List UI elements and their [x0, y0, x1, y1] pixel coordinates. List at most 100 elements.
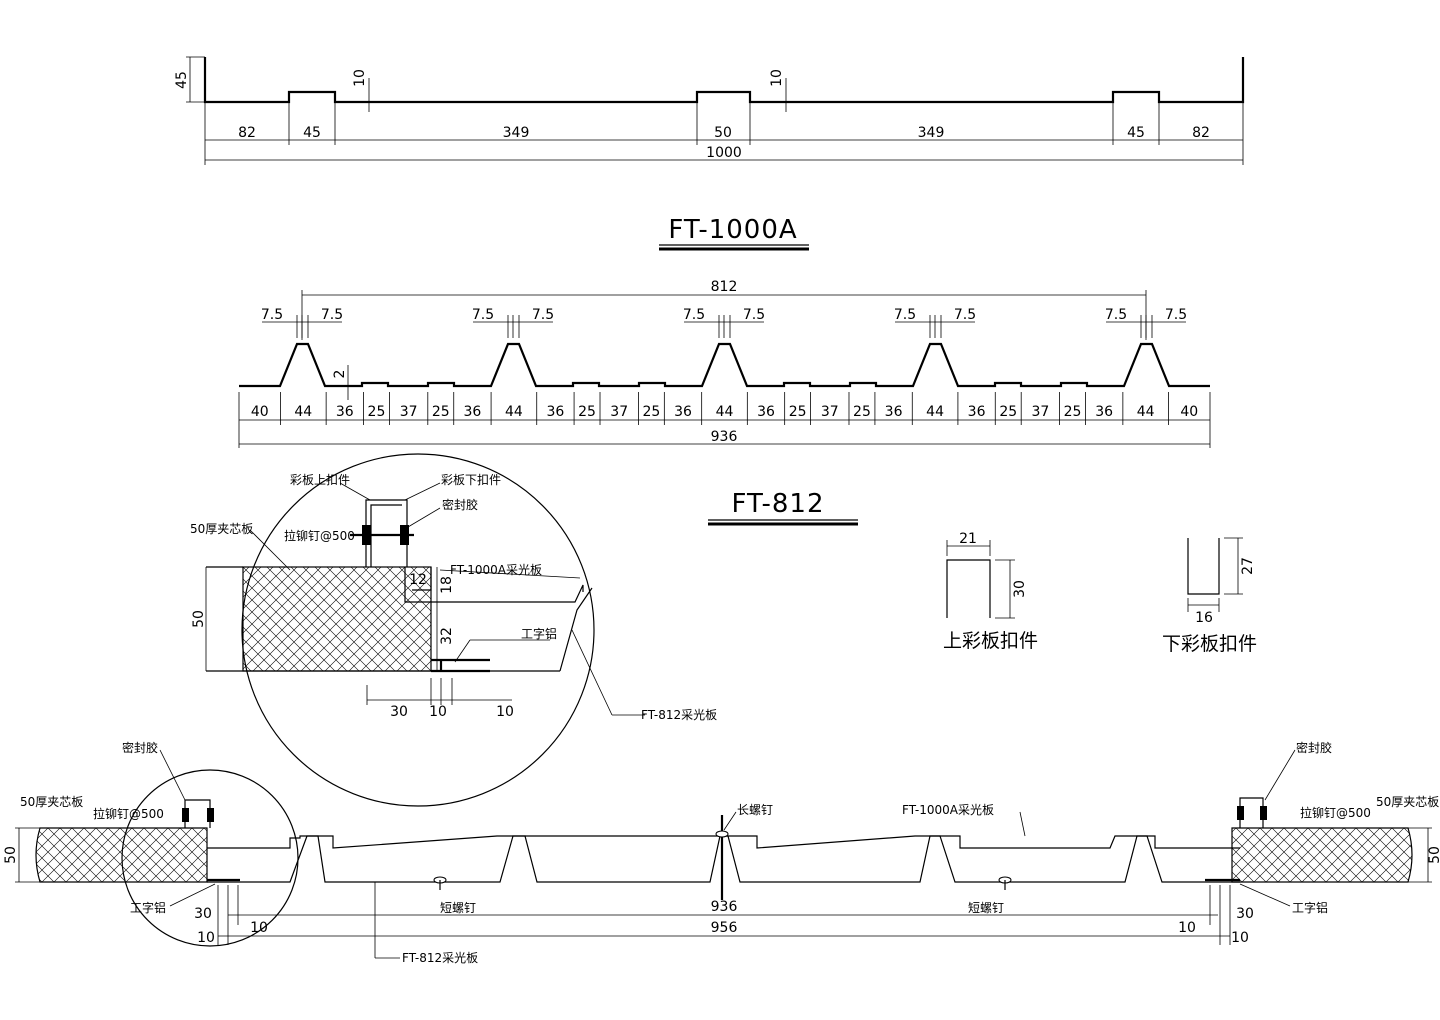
assembly-right-height: 50	[1427, 846, 1440, 864]
asm-label-rivet-left: 拉铆钉@500	[93, 806, 164, 821]
top-seg-1: 82	[238, 125, 256, 141]
rib-dim-left: 7.5	[472, 307, 494, 323]
rib-dim-left: 7.5	[261, 307, 283, 323]
mid-seg-label: 36	[463, 404, 481, 420]
top-seg-6: 45	[1127, 125, 1145, 141]
mid-seg-label: 44	[1137, 404, 1155, 420]
asm-label-ft1000a: FT-1000A采光板	[902, 803, 994, 817]
mid-seg-label: 40	[251, 404, 269, 420]
asm-label-ft812: FT-812采光板	[402, 951, 478, 965]
asm-dim-936: 936	[711, 899, 738, 915]
asm-label-rivet-right: 拉铆钉@500	[1300, 805, 1371, 820]
mid-small-height: 2	[332, 370, 348, 379]
rib-dim-right: 7.5	[743, 307, 765, 323]
top-total: 1000	[706, 145, 742, 161]
lower-clip-detail: 16 27 下彩板扣件	[1162, 537, 1257, 655]
upper-clip-height: 30	[1012, 580, 1028, 598]
rib-dims: 7.5 7.5 7.5 7.5 7.5 7.5 7.5 7.5 7.5 7.5	[261, 307, 1187, 338]
label-upper-clip: 彩板上扣件	[290, 473, 350, 487]
mid-seg-label: 37	[821, 404, 839, 420]
mid-seg-label: 36	[885, 404, 903, 420]
asm-label-panel-right: 50厚夹芯板	[1376, 795, 1439, 809]
detail-bottom-10a: 10	[429, 704, 447, 720]
top-seg-4: 50	[714, 125, 732, 141]
lower-clip-height: 27	[1240, 557, 1256, 575]
assembly-section: 50 50 密封胶 50厚夹芯板 拉铆钉@500 工	[3, 740, 1440, 965]
asm-label-short-screw-right: 短螺钉	[968, 901, 1004, 915]
asm-left-30: 30	[194, 906, 212, 922]
lower-clip-width: 16	[1195, 610, 1213, 626]
assembly-left-height: 50	[3, 846, 19, 864]
asm-label-ibeam-left: 工字铝	[130, 900, 166, 915]
asm-label-sealant-left: 密封胶	[122, 740, 158, 755]
mid-seg-label: 44	[716, 404, 734, 420]
mid-profile: 812 7.5 7.5 7.5 7.5 7.5 7.5 7.5 7.5 7.5 …	[238, 279, 1211, 448]
mid-seg-label: 37	[1031, 404, 1049, 420]
rib-dim-right: 7.5	[1165, 307, 1187, 323]
top-profile: 45 10 10 82 45 349 50 349 45 82 1000	[174, 56, 1245, 165]
top-seg-3: 349	[503, 125, 530, 141]
rib-height-dim-1: 10	[352, 69, 368, 87]
rib-dim-left: 7.5	[1105, 307, 1127, 323]
label-ft812: FT-812采光板	[641, 708, 717, 722]
lower-clip-caption: 下彩板扣件	[1162, 633, 1257, 655]
asm-dim-956: 956	[711, 920, 738, 936]
asm-label-panel-left: 50厚夹芯板	[20, 795, 83, 809]
rib-height-dim-2: 10	[769, 69, 785, 87]
mid-seg-label: 44	[294, 404, 312, 420]
asm-right-10a: 10	[1178, 920, 1196, 936]
asm-right-10b: 10	[1231, 930, 1249, 946]
top-seg-7: 82	[1192, 125, 1210, 141]
detail-bottom-10b: 10	[496, 704, 514, 720]
mid-seg-label: 40	[1180, 404, 1198, 420]
mid-seg-label: 36	[336, 404, 354, 420]
mid-seg-label: 36	[968, 404, 986, 420]
mid-seg-label: 25	[642, 404, 660, 420]
asm-label-sealant-right: 密封胶	[1296, 740, 1332, 755]
mid-seg-label: 37	[610, 404, 628, 420]
mid-seg-label: 44	[926, 404, 944, 420]
mid-seg-label: 25	[1064, 404, 1082, 420]
detail-height: 50	[191, 610, 207, 628]
rib-dim-right: 7.5	[321, 307, 343, 323]
top-height-dim: 45	[174, 71, 190, 89]
label-sealant: 密封胶	[442, 497, 478, 512]
mid-seg-label: 36	[1095, 404, 1113, 420]
upper-clip-detail: 21 30 上彩板扣件	[943, 531, 1038, 652]
label-rivet: 拉铆钉@500	[284, 528, 355, 543]
mid-seg-label: 25	[432, 404, 450, 420]
detail-bottom-30: 30	[390, 704, 408, 720]
top-seg-2: 45	[303, 125, 321, 141]
asm-label-ibeam-right: 工字铝	[1292, 900, 1328, 915]
title-ft812: FT-812	[731, 489, 824, 519]
detail-dim-12: 12	[409, 572, 427, 588]
mid-seg-label: 25	[999, 404, 1017, 420]
title-ft1000a: FT-1000A	[668, 215, 797, 245]
rib-dim-left: 7.5	[683, 307, 705, 323]
mid-seg-label: 36	[546, 404, 564, 420]
asm-label-long-screw: 长螺钉	[737, 803, 773, 817]
detail-view: 50 18 32 12 30 10 10 彩板上扣件 彩板下扣件	[190, 453, 717, 807]
detail-dim-18: 18	[439, 576, 455, 594]
mid-seg-label: 25	[789, 404, 807, 420]
mid-seg-label: 36	[757, 404, 775, 420]
rib-dim-right: 7.5	[532, 307, 554, 323]
mid-seg-label: 44	[505, 404, 523, 420]
mid-total: 936	[711, 429, 738, 445]
label-lower-clip: 彩板下扣件	[441, 473, 501, 487]
mid-seg-label: 36	[674, 404, 692, 420]
mid-seg-label: 25	[368, 404, 386, 420]
upper-clip-width: 21	[959, 531, 977, 547]
asm-left-10b: 10	[250, 920, 268, 936]
upper-clip-caption: 上彩板扣件	[943, 630, 1038, 652]
mid-seg-label: 37	[400, 404, 418, 420]
mid-seg-label: 25	[578, 404, 596, 420]
asm-label-short-screw-left: 短螺钉	[440, 901, 476, 915]
mid-segment-labels: 40 44 36 25 37 25 36 44 36 25 37 25 36 44 36 25 37 25 36 44…	[251, 392, 1198, 425]
label-ft1000a: FT-1000A采光板	[450, 563, 542, 577]
mid-total-top: 812	[711, 279, 738, 295]
label-ibeam: 工字铝	[521, 626, 557, 641]
mid-seg-label: 25	[853, 404, 871, 420]
asm-right-30: 30	[1236, 906, 1254, 922]
